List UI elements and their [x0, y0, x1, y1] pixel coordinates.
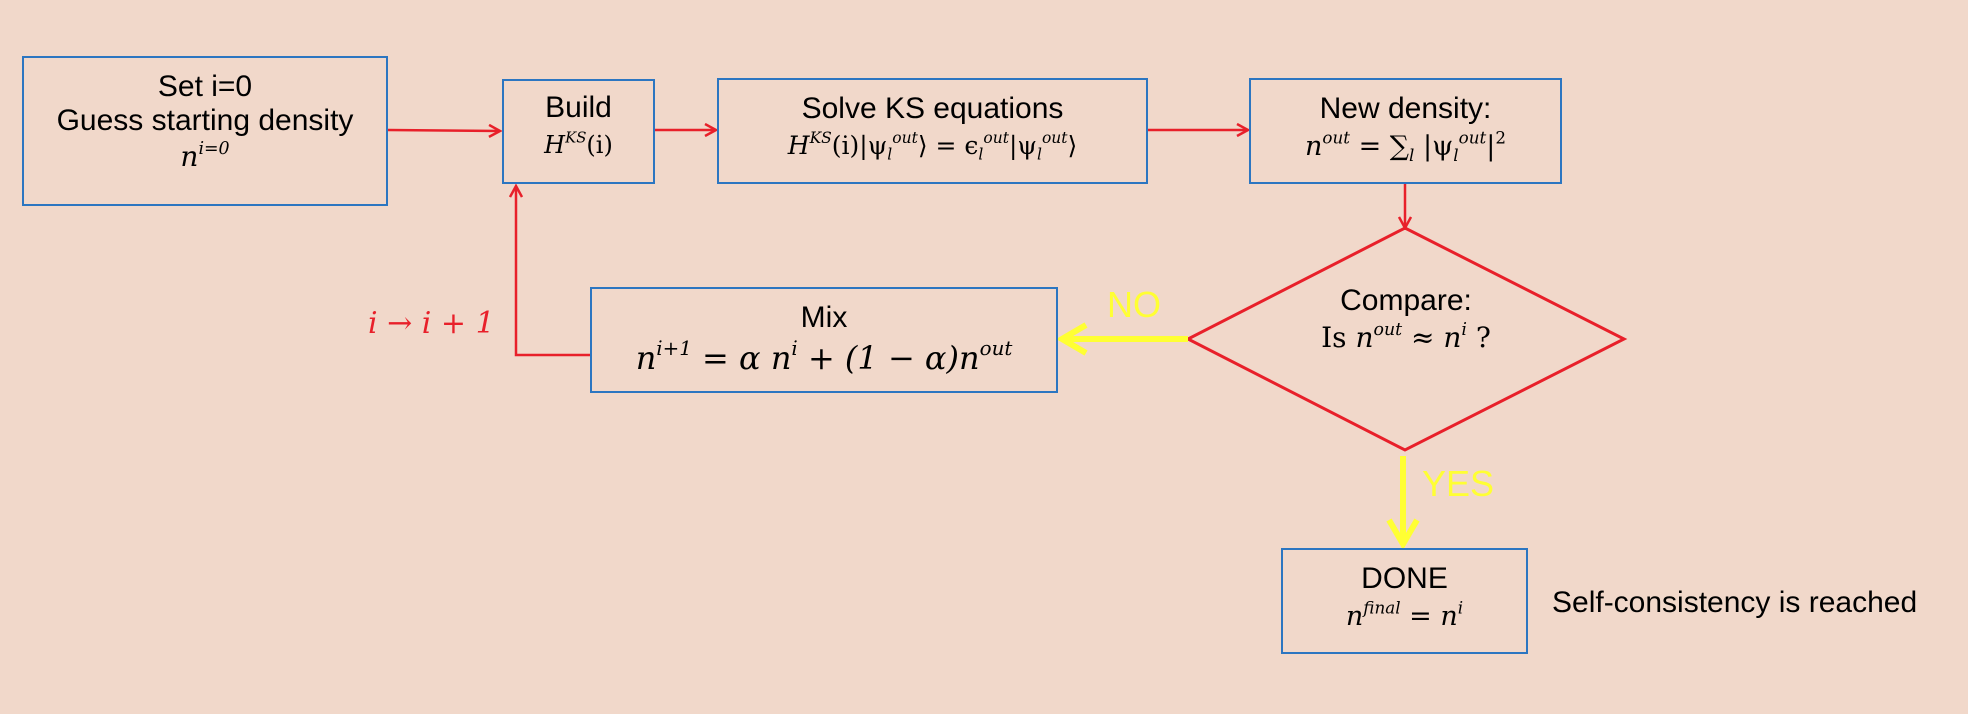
start-line2: Guess starting density [56, 104, 354, 137]
build-box: Build HKS(i) [502, 79, 655, 184]
start-math: ni=0 [180, 138, 230, 173]
density-box: New density: nout = ∑l |ψlout|2 [1249, 78, 1562, 184]
compare-text: Compare: Is nout ≈ ni ? [1258, 284, 1554, 358]
done-box: DONE nfinal = ni [1281, 548, 1528, 654]
done-title: DONE [1361, 562, 1448, 595]
arrow-mix-to-build [516, 186, 590, 357]
yes-label: YES [1422, 463, 1495, 504]
mix-title: Mix [800, 301, 848, 334]
mix-math: ni+1 = α ni + (1 − α)nout [635, 337, 1013, 377]
compare-title: Compare: [1340, 284, 1472, 317]
mix-box: Mix ni+1 = α ni + (1 − α)nout [590, 287, 1058, 393]
build-title: Build [545, 91, 612, 124]
done-math: nfinal = ni [1345, 597, 1464, 632]
arrow-start-to-build [387, 130, 500, 131]
solve-title: Solve KS equations [801, 92, 1064, 125]
compare-diamond [1184, 226, 1628, 452]
build-math: HKS(i) [544, 128, 613, 159]
no-label: NO [1107, 284, 1161, 325]
start-box: Set i=0 Guess starting density ni=0 [22, 56, 388, 206]
solve-math: HKS(i)|ψlout⟩ = ϵlout|ψlout⟩ [787, 129, 1078, 164]
solve-box: Solve KS equations HKS(i)|ψlout⟩ = ϵlout… [717, 78, 1148, 184]
compare-math: Is nout ≈ ni ? [1321, 319, 1491, 354]
self-consistency-note: Self-consistency is reached [1552, 586, 1918, 619]
density-math: nout = ∑l |ψlout|2 [1305, 127, 1506, 165]
start-line1: Set i=0 [157, 70, 253, 103]
iteration-label: i → i + 1 [368, 306, 495, 341]
density-title: New density: [1319, 92, 1492, 125]
